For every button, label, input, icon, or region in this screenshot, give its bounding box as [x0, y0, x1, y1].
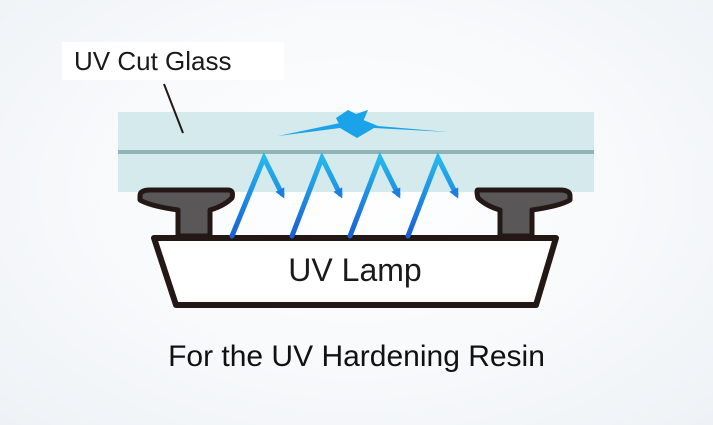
- uv-ray-1: [229, 151, 285, 239]
- lamp-label: UV Lamp: [288, 252, 422, 288]
- diagram-caption: For the UV Hardening Resin: [168, 340, 545, 373]
- uv-ray-2: [289, 151, 343, 239]
- glass-label-background: [62, 42, 284, 80]
- uv-ray-3: [347, 151, 401, 239]
- uv-burst: [278, 110, 448, 138]
- label-pointer-line: [163, 83, 184, 134]
- glass-label: UV Cut Glass: [74, 46, 232, 76]
- uv-rays: [229, 151, 459, 239]
- lamp-label-background: [197, 243, 513, 299]
- uv-ray-4: [405, 151, 459, 239]
- right-holder: [474, 187, 573, 239]
- left-holder: [137, 187, 235, 239]
